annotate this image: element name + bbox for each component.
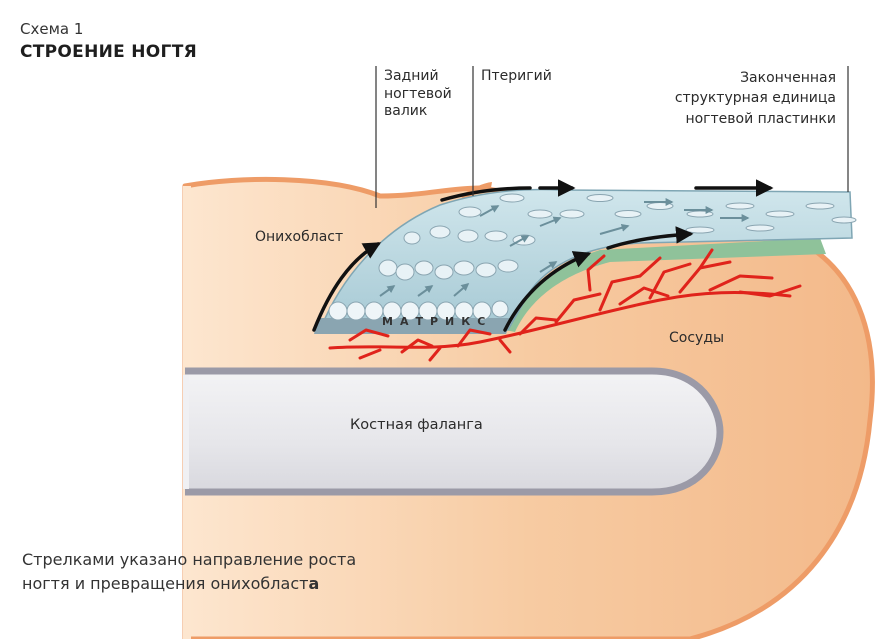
label-vessels: Сосуды xyxy=(669,330,725,346)
diagram-title: СТРОЕНИЕ НОГТЯ xyxy=(20,42,197,62)
matrix-cells xyxy=(328,300,509,321)
label-onychoblast: Онихобласт xyxy=(255,229,344,245)
label-matrix: МАТРИКС xyxy=(382,315,493,328)
leader-lines xyxy=(375,66,849,208)
caption: Стрелками указано направление роста ногт… xyxy=(22,548,356,596)
label-line: валик xyxy=(384,103,428,119)
label-bone: Костная фаланга xyxy=(350,417,483,433)
label-line: структурная единица xyxy=(674,90,836,107)
blood-vessels xyxy=(328,248,802,362)
label-finished-unit: Законченная структурная единица ногтевой… xyxy=(675,68,836,129)
label-pterygium: Птеригий xyxy=(481,68,552,84)
caption-line-1: Стрелками указано направление роста xyxy=(22,550,357,569)
growth-arrows-inner xyxy=(379,198,750,297)
label-back-nail-fold: Задний ногтевой валик xyxy=(384,68,452,121)
caption-line-2-text: ногтя и превращения онихобласт xyxy=(22,574,309,593)
scheme-number: Схема 1 xyxy=(20,20,84,38)
label-line: Законченная xyxy=(740,70,836,86)
label-line: ногтевой пластинки xyxy=(685,110,836,127)
onychoblast-cells xyxy=(378,193,857,281)
caption-line-2-bold: а xyxy=(308,574,320,593)
growth-arrows-outer xyxy=(312,179,774,332)
label-line: ногтевой xyxy=(384,85,452,102)
caption-line-2: ногтя и превращения онихобласта xyxy=(22,572,356,596)
bone-phalanx xyxy=(185,367,724,496)
label-line: Задний xyxy=(384,68,439,84)
